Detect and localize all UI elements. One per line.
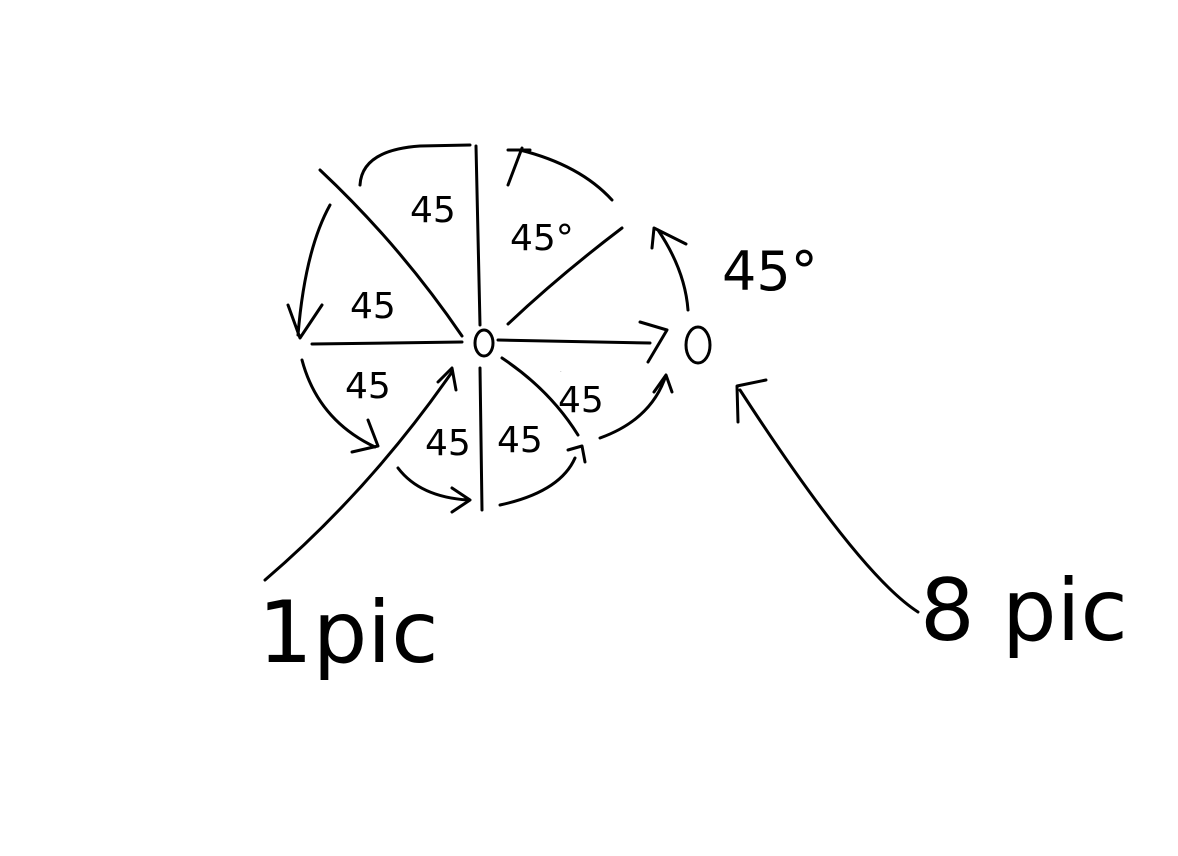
arrow-upper-left	[286, 203, 332, 340]
caption-8pic: 8 pic	[920, 561, 1128, 661]
side-angle-label: 45°	[722, 240, 818, 303]
radial-line-lower-right	[500, 356, 580, 437]
sector-label-right-upper: 45	[560, 371, 562, 373]
arrow-right-hook	[638, 320, 669, 364]
arrow-bottom	[396, 466, 472, 514]
radial-line-upper-right	[506, 226, 624, 326]
radial-line-down	[478, 366, 484, 512]
arrow-top-right	[506, 146, 614, 202]
sector-label-upper-right: 45°	[510, 218, 574, 259]
radial-line-right	[496, 338, 652, 345]
pointer-arrow-1pic	[263, 366, 458, 582]
end-point	[684, 325, 712, 365]
sector-label-right-lower: 45	[558, 380, 604, 421]
sector-label-upper-left: 45	[410, 190, 456, 231]
arrow-top	[358, 143, 472, 187]
pointer-arrow-8pic	[735, 378, 920, 614]
caption-1pic: 1pic	[258, 583, 438, 683]
sector-label-left-upper: 45	[350, 286, 396, 327]
sector-label-bottom-left: 45	[425, 423, 471, 464]
arrow-lower-right	[598, 373, 674, 440]
radial-line-upper-left	[318, 168, 464, 338]
arrow-lower-left	[300, 358, 380, 454]
arrow-side	[650, 226, 690, 312]
sector-label-bottom-right: 45	[497, 420, 543, 461]
arrow-bottom-right	[498, 444, 587, 507]
radial-line-up	[474, 144, 482, 327]
radial-lines	[310, 144, 652, 512]
sector-label-left-lower: 45	[345, 366, 391, 407]
rotation-arrows	[286, 143, 690, 514]
radial-line-left	[310, 340, 464, 346]
center-point	[473, 328, 495, 358]
